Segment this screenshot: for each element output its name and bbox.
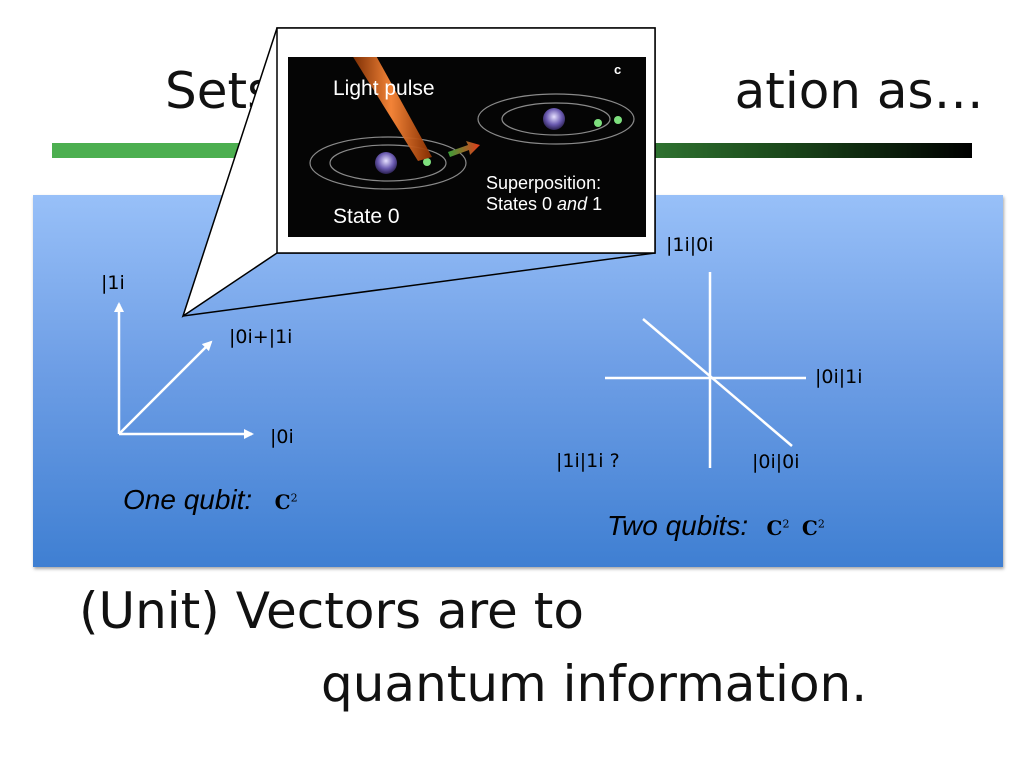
- atom-illustration-graphic: [309, 57, 635, 190]
- complex-field-symbol-b: C2: [801, 516, 825, 540]
- one-qubit-axes: [114, 302, 254, 439]
- zoom-callout-edge: [182, 252, 656, 317]
- one-qubit-caption-row: One qubit: C2: [123, 484, 298, 516]
- two-qubit-caption: Two qubits:: [607, 510, 749, 541]
- two-qubit-axes: [605, 272, 806, 468]
- one-qubit-caption: One qubit:: [123, 484, 253, 515]
- complex-field-symbol-a: C2: [766, 516, 790, 540]
- atom-left: [309, 136, 467, 190]
- corner-mark: c: [614, 62, 622, 77]
- two-qubit-caption-row: Two qubits: C2 C2: [607, 510, 825, 542]
- light-pulse-beam: [353, 57, 432, 161]
- state-0-label: State 0: [333, 205, 400, 228]
- complex-field-symbol: C2: [274, 490, 298, 514]
- ket-10-label: |1i|0i: [666, 234, 714, 256]
- bottom-line-1: (Unit) Vectors are to: [79, 582, 584, 640]
- two-qubit-diagonal-axis: [642, 318, 793, 447]
- superposition-line-2: States 0 and 1: [486, 193, 603, 214]
- ket-01-label: |0i|1i: [815, 366, 863, 388]
- superposition-label: Superposition: States 0 and 1: [486, 173, 602, 214]
- diagram-panel: [33, 195, 1003, 567]
- one-qubit-superposition-vector: [118, 340, 213, 435]
- light-pulse-label: Light pulse: [333, 77, 435, 100]
- ket-sum-label: |0i+|1i: [229, 326, 293, 348]
- ket-one-label: |1i: [101, 272, 125, 294]
- atom-illustration: Light pulse State 0 Superposition: State…: [288, 57, 646, 237]
- atom-right: [477, 93, 635, 145]
- bottom-line-2: quantum information.: [321, 655, 868, 713]
- ket-zero-label: |0i: [270, 426, 294, 448]
- ket-00-label: |0i|0i: [752, 451, 800, 473]
- transition-arrow: [448, 141, 480, 157]
- superposition-line-1: Superposition:: [486, 173, 602, 193]
- ket-11-label: |1i|1i ?: [556, 450, 620, 472]
